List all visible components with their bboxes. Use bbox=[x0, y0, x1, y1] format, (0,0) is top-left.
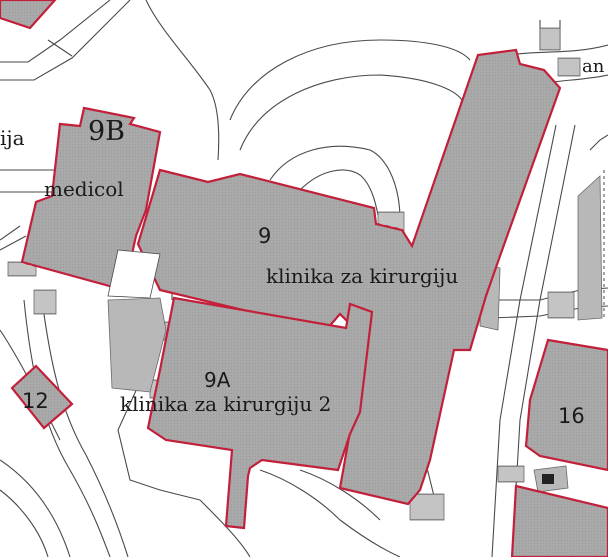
building-9a bbox=[146, 296, 374, 530]
building-12-number: 12 bbox=[22, 389, 49, 413]
building-top-left bbox=[0, 0, 57, 30]
building-bottom-right bbox=[510, 484, 608, 557]
building-9b-name: medicol bbox=[44, 177, 124, 201]
separator-strips bbox=[107, 249, 161, 299]
building-9b-number: 9B bbox=[88, 116, 126, 147]
building-9a-name: klinika za kirurgiju 2 bbox=[120, 392, 332, 416]
building-9 bbox=[136, 48, 562, 506]
partial-label-left: ija bbox=[0, 126, 25, 150]
building-12 bbox=[10, 364, 74, 430]
small-dark-marker bbox=[542, 474, 554, 484]
building-9a-number: 9A bbox=[204, 368, 231, 392]
building-16-number: 16 bbox=[558, 404, 585, 428]
building-9-name: klinika za kirurgiju bbox=[266, 264, 459, 288]
building-9-number: 9 bbox=[258, 224, 272, 248]
partial-label-top-right: an bbox=[582, 56, 605, 77]
building-16 bbox=[524, 338, 608, 472]
